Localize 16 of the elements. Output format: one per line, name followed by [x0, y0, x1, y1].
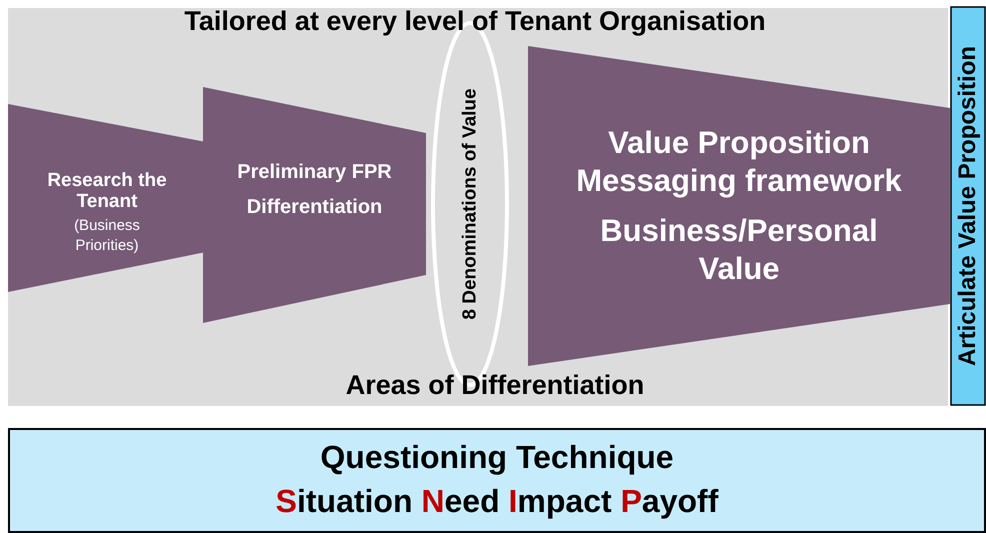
segment-title: Preliminary FPR Differentiation — [236, 160, 393, 220]
segment-subtitle: (Business Priorities) — [73, 216, 141, 256]
banner-label: Articulate Value Proposition — [955, 46, 981, 366]
box-subtitle: Situation Need Impact Payoff — [274, 484, 720, 518]
funnel-segment — [528, 46, 950, 366]
heading-label: Tailored at every level of Tenant Organisation — [183, 6, 767, 37]
box-title: Questioning Technique — [319, 440, 675, 474]
heading-label: Areas of Differentiation — [344, 370, 646, 401]
segment-subtitle: Business/Personal Value — [599, 212, 879, 288]
funnel-segment — [8, 104, 206, 292]
vertical-banner — [950, 6, 986, 406]
segment-title: Research the Tenant — [46, 170, 168, 212]
ellipse-label: 8 Denominations of Value — [460, 88, 480, 320]
funnel-segment — [203, 87, 426, 323]
segment-title: Value Proposition Messaging framework — [575, 124, 903, 200]
technique-box — [8, 428, 986, 533]
